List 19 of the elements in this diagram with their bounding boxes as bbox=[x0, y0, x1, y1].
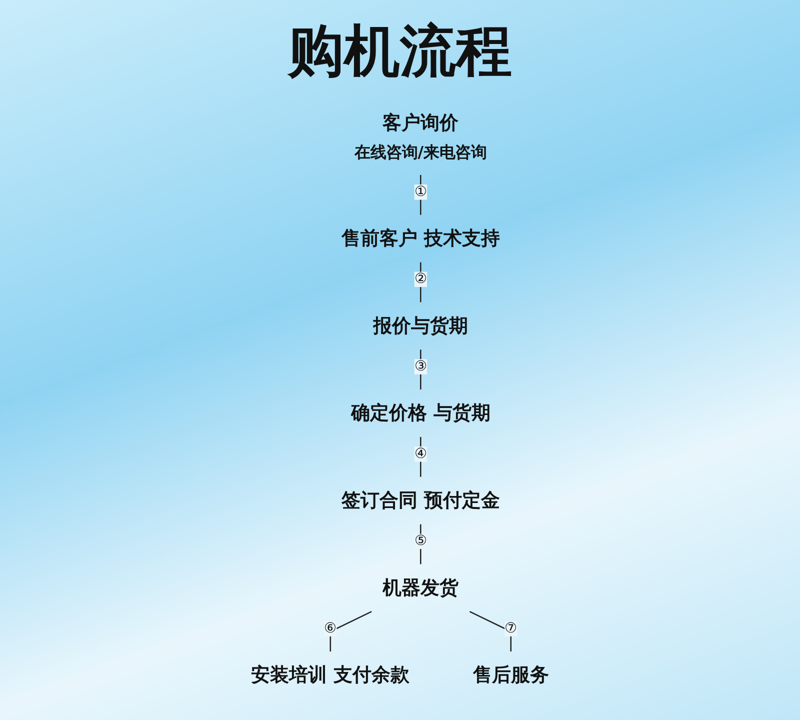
node-label: 在线咨询/来电咨询 bbox=[354, 142, 487, 162]
connector bbox=[469, 611, 512, 652]
node-text: 售后服务 bbox=[472, 664, 549, 686]
node-text: 机器发货 bbox=[382, 576, 459, 599]
node-text: 确定价格 与货期 bbox=[350, 402, 490, 424]
node-text: 签订合同 预付定金 bbox=[341, 489, 500, 512]
edge-label: ① bbox=[414, 184, 427, 200]
connector bbox=[330, 611, 372, 652]
edge-label: ④ bbox=[414, 446, 427, 462]
node-text: 报价与货期 bbox=[373, 314, 468, 337]
edge-label: ⑥ bbox=[324, 620, 337, 636]
node-text: 安装培训 支付余款 bbox=[251, 664, 410, 686]
edge-label: ⑤ bbox=[414, 533, 427, 549]
edge-label: ⑦ bbox=[504, 620, 518, 636]
diagram-title: 购机流程 bbox=[286, 17, 513, 86]
edge-label: ② bbox=[414, 271, 427, 287]
edge-label: ③ bbox=[414, 358, 427, 374]
node-text: 客户询价 bbox=[382, 112, 459, 134]
node-text: 售前客户 技术支持 bbox=[341, 228, 500, 250]
